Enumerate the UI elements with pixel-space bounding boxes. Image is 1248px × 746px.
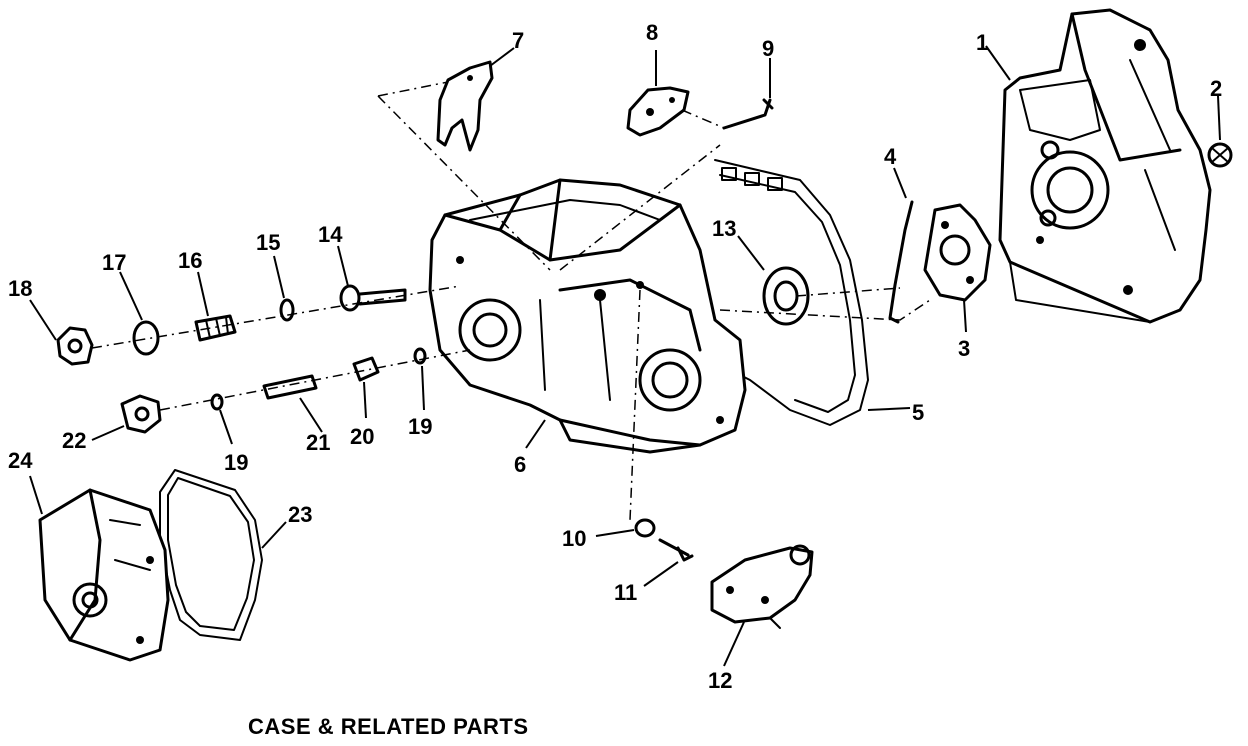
callout-14: 14 [318,222,343,247]
part-22-cover [120,394,162,434]
callout-labels: 1 2 3 4 5 6 7 8 9 10 11 12 13 14 15 16 1… [8,20,1222,693]
part-4-tube [888,200,914,324]
part-6-transmission-case [428,178,747,454]
part-9-pin [722,98,774,130]
callout-11: 11 [614,580,637,605]
part-20-bushing [352,356,380,382]
part-18-cover [56,326,94,366]
part-15-o-ring [279,298,295,322]
leader-lines [29,45,1221,667]
callout-1: 1 [976,30,988,55]
callout-21: 21 [306,430,330,455]
part-10-seal [634,518,656,538]
part-24-side-cover [38,488,170,662]
callout-20: 20 [350,424,374,449]
part-11-pin [658,538,694,562]
callout-13: 13 [712,216,736,241]
callout-2: 2 [1210,76,1222,101]
part-16-spring [194,314,237,342]
callout-17: 17 [102,250,126,275]
part-17-ring [132,320,160,356]
callout-15: 15 [256,230,280,255]
part-3-pump [923,203,992,302]
callout-4: 4 [884,144,897,169]
assembly-lines [91,81,931,521]
part-7-fork-bracket [436,60,494,152]
callout-18: 18 [8,276,32,301]
callout-16: 16 [178,248,202,273]
callout-12: 12 [708,668,732,693]
part-2-plug [1207,142,1233,168]
callout-19-b: 19 [224,450,248,475]
callout-19-a: 19 [408,414,432,439]
callout-7: 7 [512,28,524,53]
part-5-gasket [714,159,869,426]
callout-24: 24 [8,448,33,473]
part-14-bushing [339,284,407,312]
part-12-switch [710,544,814,629]
callout-10: 10 [562,526,586,551]
callout-6: 6 [514,452,526,477]
part-8-bracket [626,86,690,137]
callout-5: 5 [912,400,924,425]
callout-3: 3 [958,336,970,361]
callout-22: 22 [62,428,86,453]
callout-9: 9 [762,36,774,61]
callout-23: 23 [288,502,312,527]
part-1-converter-housing [998,8,1212,324]
part-19-washer-b [210,393,224,411]
callout-8: 8 [646,20,658,45]
diagram-caption: CASE & RELATED PARTS [248,714,529,739]
part-19-washer-a [413,347,427,365]
part-23-gasket [159,469,263,641]
part-21-shaft [262,374,318,400]
